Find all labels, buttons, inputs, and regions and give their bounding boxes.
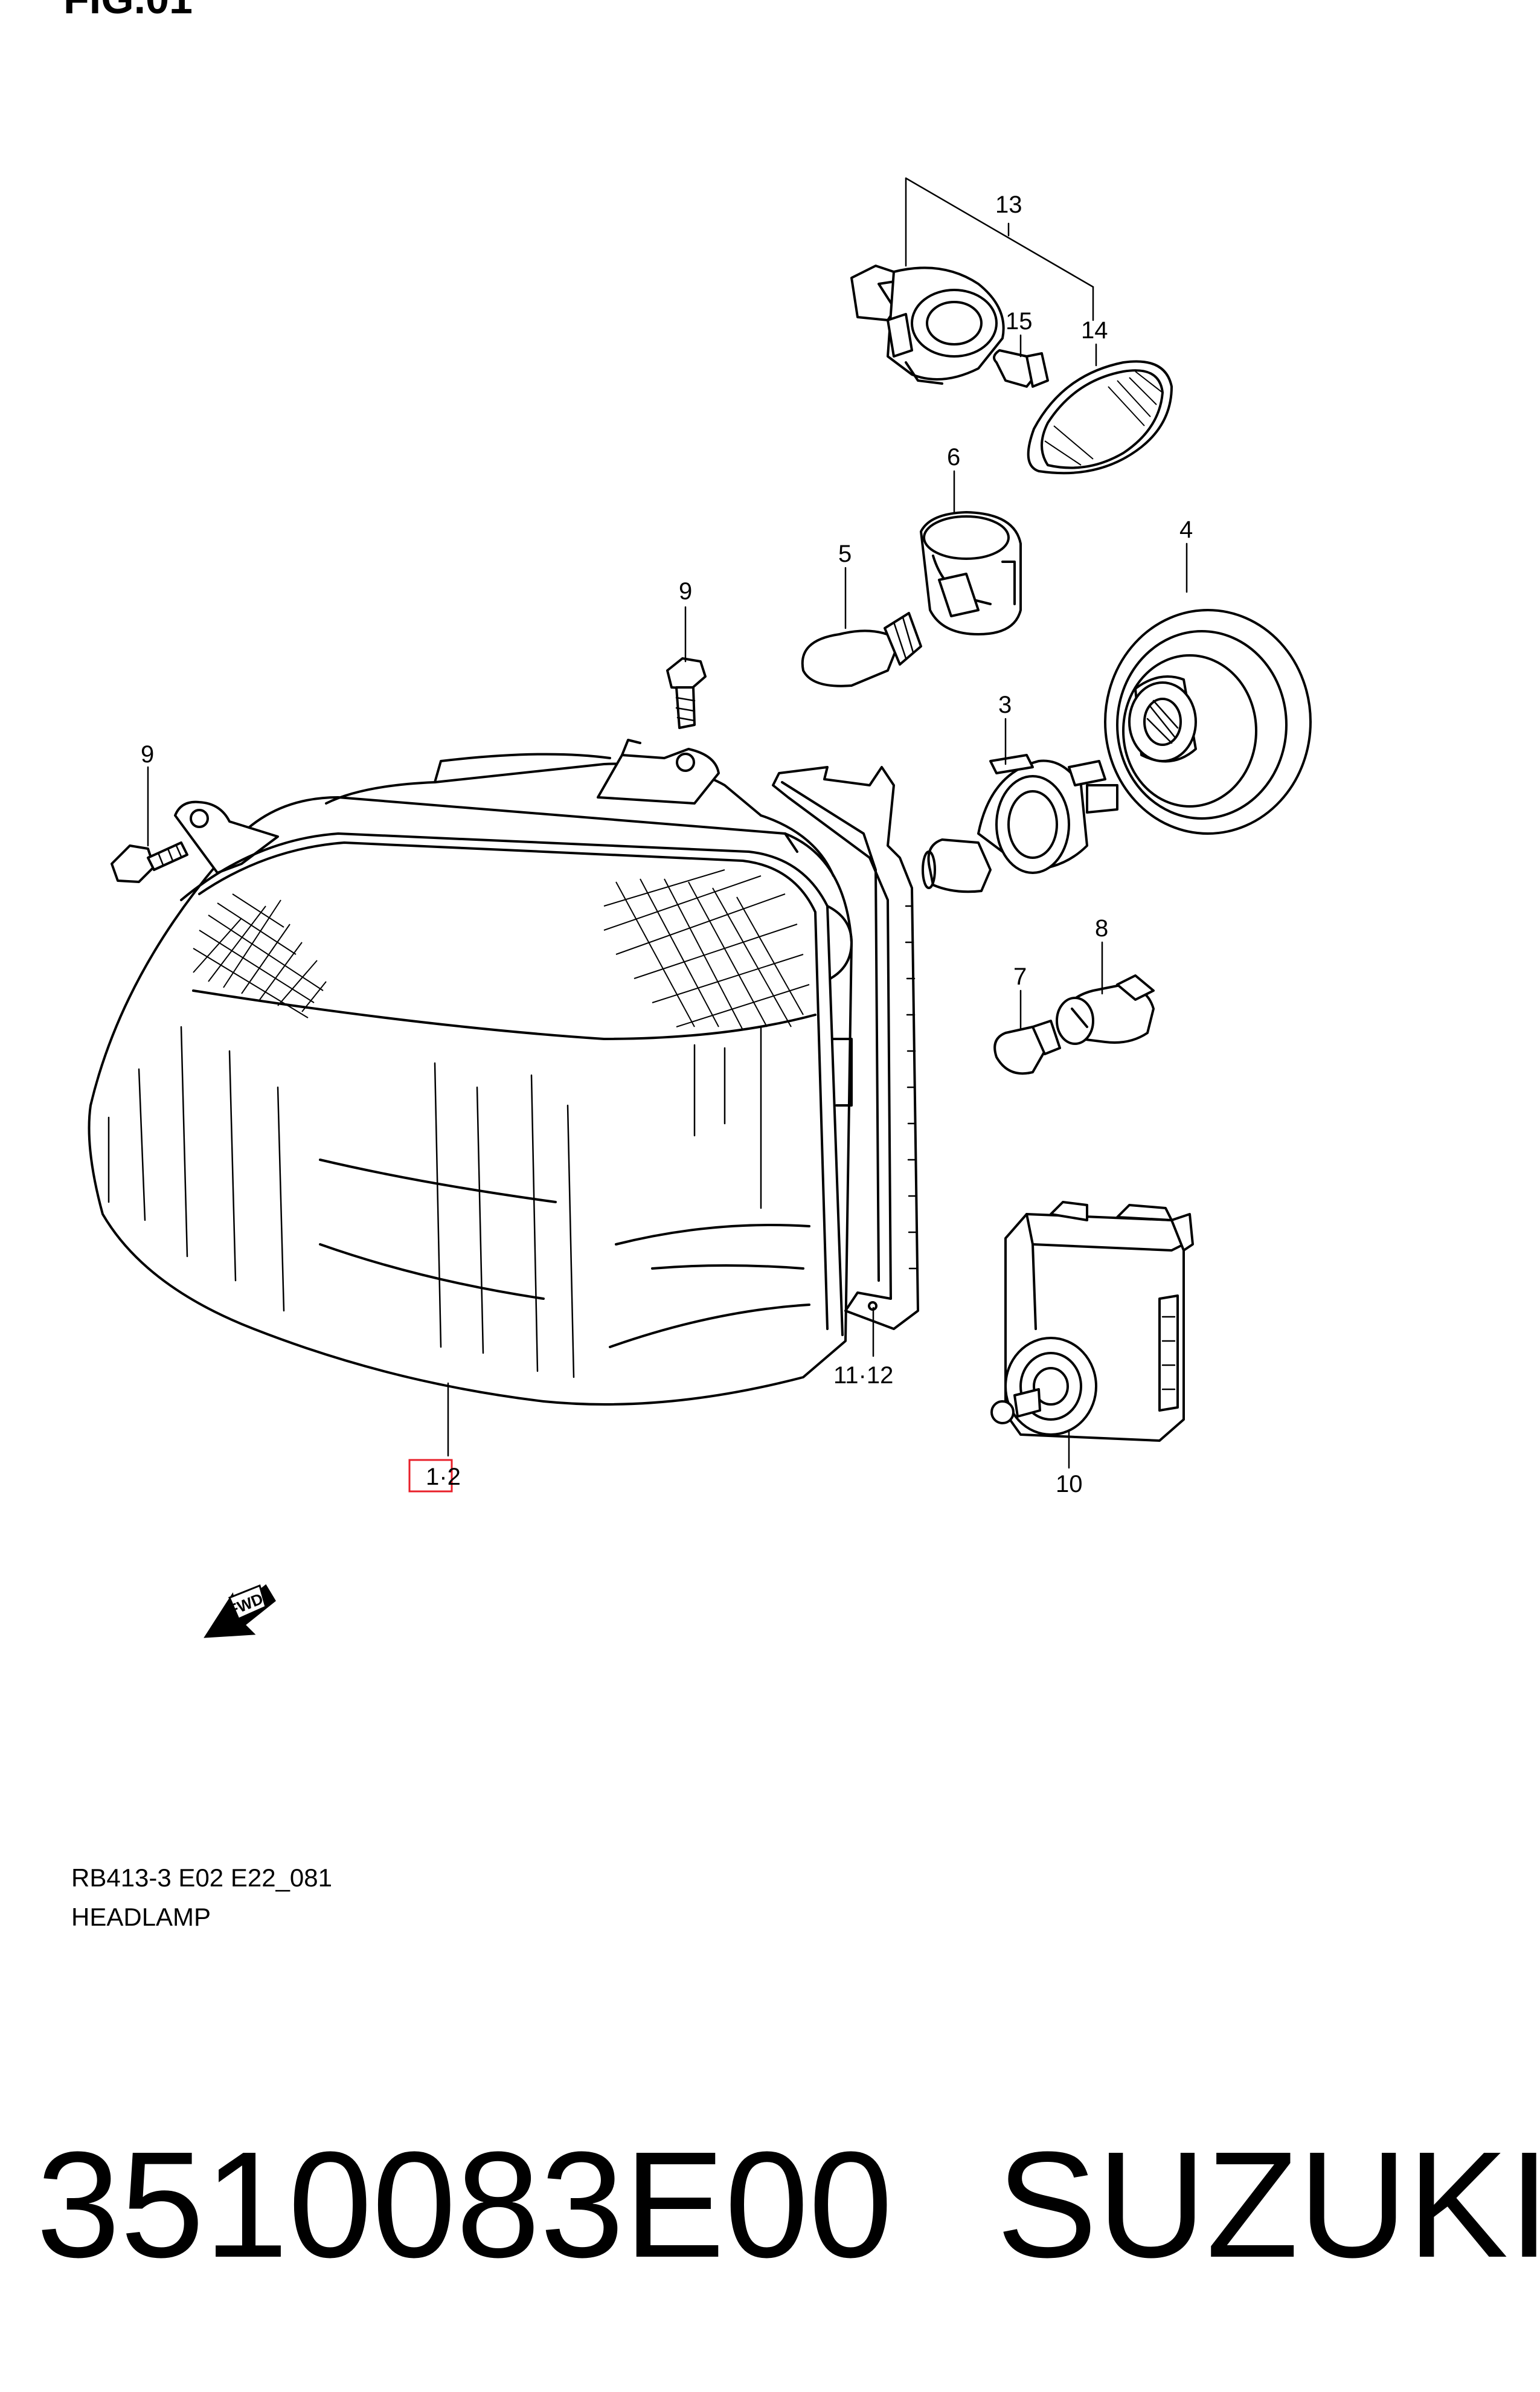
callout-label-5: 5 [838, 541, 852, 567]
diagram-panel: FIG.01 [63, 0, 1312, 1931]
callout-9-top: 9 [679, 578, 692, 663]
callout-9-left: 9 [141, 741, 154, 847]
callout-3: 3 [998, 692, 1012, 765]
headlamp-assembly [88, 739, 853, 1406]
callout-highlight-box [408, 1459, 453, 1493]
callout-label-4: 4 [1179, 516, 1193, 543]
callout-label-9-top: 9 [679, 578, 692, 605]
callout-label-14: 14 [1081, 317, 1108, 344]
brand-name: SUZUKI [996, 2120, 1540, 2289]
lens-hatch-right [603, 869, 810, 1030]
headlamp-exploded-diagram: 1·2 11·12 9 [88, 177, 1312, 1638]
caption-title: HEADLAMP [71, 1903, 211, 1931]
lens-hatch-left [193, 893, 327, 1018]
dust-cover [1104, 609, 1312, 835]
side-turn-housing [850, 265, 1005, 385]
lens-streaks [107, 1026, 762, 1378]
callout-6: 6 [947, 444, 960, 515]
screw-top [666, 657, 707, 729]
callout-label-15: 15 [1006, 308, 1033, 335]
callout-8: 8 [1095, 915, 1108, 995]
part-number: 3510083E00 [36, 2120, 893, 2289]
callout-15: 15 [1006, 308, 1033, 358]
figure-label: FIG.01 [63, 0, 193, 23]
callout-label-9-left: 9 [141, 741, 154, 768]
callout-label-13: 13 [995, 191, 1022, 218]
callout-13-bracket: 13 [905, 177, 1094, 321]
callout-label-11-12: 11·12 [833, 1362, 893, 1389]
callout-5: 5 [838, 541, 852, 629]
side-turn-lens [1027, 360, 1173, 475]
turn-bulb [801, 612, 922, 687]
callout-1-2: 1·2 [408, 1382, 461, 1493]
callout-7: 7 [1013, 963, 1027, 1031]
callout-14: 14 [1081, 317, 1108, 367]
callout-label-1-2: 1·2 [426, 1464, 461, 1490]
turn-socket [920, 511, 1022, 635]
callout-10: 10 [1056, 1430, 1083, 1497]
side-lens-hatch [1044, 371, 1163, 466]
callout-4: 4 [1179, 516, 1193, 593]
headlamp-bulb [922, 754, 1118, 893]
leveling-actuator [990, 1201, 1194, 1442]
fwd-arrow: FWD [204, 1584, 276, 1638]
caption-code: RB413-3 E02 E22_081 [71, 1863, 332, 1892]
callout-label-8: 8 [1095, 915, 1108, 942]
position-socket [1056, 974, 1155, 1045]
footer [0, 1993, 1540, 2392]
callout-11-12: 11·12 [833, 1307, 893, 1389]
gasket-ribs [905, 905, 918, 1270]
gasket-seal [772, 766, 919, 1330]
screw-left [111, 841, 188, 883]
callout-label-7: 7 [1013, 963, 1027, 990]
callout-label-3: 3 [998, 692, 1012, 718]
callout-label-6: 6 [947, 444, 960, 471]
side-turn-bulb [993, 349, 1049, 388]
position-bulb [993, 1020, 1061, 1075]
callout-label-10: 10 [1056, 1471, 1083, 1497]
